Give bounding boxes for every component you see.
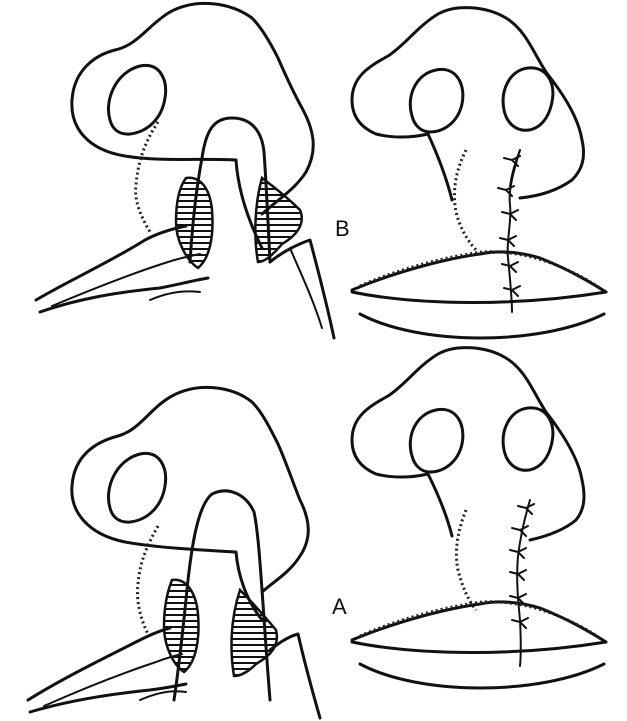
nose-outline <box>72 387 308 620</box>
panel-a-postop <box>352 348 606 688</box>
nostril-right <box>503 408 553 470</box>
upper-lip-line <box>352 602 606 642</box>
philtral-ridge <box>454 150 478 252</box>
suture-line <box>517 500 530 666</box>
nostril-right <box>503 68 553 130</box>
philtral-ridge <box>456 510 476 610</box>
nostril-left <box>410 69 463 132</box>
lower-lip <box>360 664 604 688</box>
nostril-left <box>108 65 165 134</box>
lip-right-upper <box>270 634 320 718</box>
nostril-left <box>410 409 463 472</box>
lip-left-lower <box>30 684 186 712</box>
flap-right-hatched <box>255 178 301 262</box>
nostril-left <box>108 453 165 522</box>
gum-line <box>140 691 186 700</box>
lip-right-upper <box>270 240 334 338</box>
nose-outline <box>352 8 584 200</box>
cleft-edge-left <box>136 122 158 232</box>
lip-right-lower <box>290 248 322 328</box>
label-b: B <box>335 216 350 241</box>
panel-a-preop <box>28 387 320 718</box>
mouth-line <box>352 642 606 653</box>
panel-b-preop <box>36 3 334 338</box>
cleft-edge-left <box>137 526 158 634</box>
flap-right-hatched <box>232 590 277 676</box>
panel-b-postop <box>352 8 606 338</box>
suture-knots <box>510 504 534 628</box>
gum-line <box>150 291 200 300</box>
mouth-line <box>352 292 606 303</box>
label-a: A <box>332 594 347 619</box>
nose-outline <box>352 348 584 540</box>
lower-lip <box>360 314 604 338</box>
upper-lip-line <box>352 252 606 292</box>
